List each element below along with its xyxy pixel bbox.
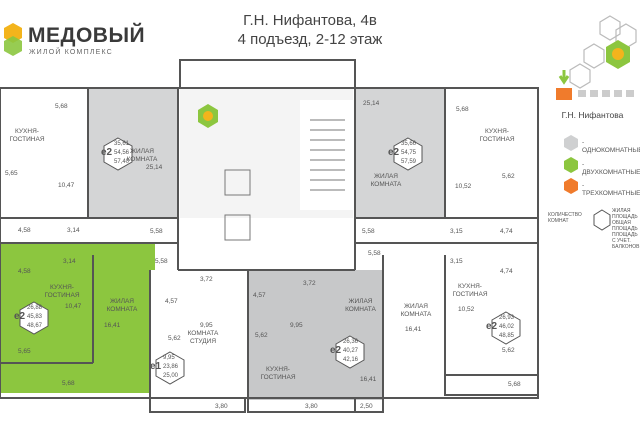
area-label: 4,57 (165, 298, 178, 305)
area-living: 35,66 (401, 141, 417, 147)
area-label: 10,52 (458, 306, 475, 313)
area-label: 5,68 (55, 103, 68, 110)
room-label: КОМНАТА СТУДИЯ (187, 330, 219, 345)
floor-plan (0, 59, 611, 413)
area-label: 3,80 (215, 403, 228, 410)
area-label: 25,14 (363, 100, 380, 107)
area-label: 10,52 (455, 183, 472, 190)
area-balcony: 57,59 (401, 159, 417, 165)
rooms-count: e2 (388, 147, 400, 158)
room-label: КУХНЯ- ГОСТИНАЯ (452, 283, 488, 298)
room-label: КУХНЯ- ГОСТИНАЯ (479, 128, 515, 143)
area-living: 35,61 (114, 141, 130, 147)
area-label: 10,47 (65, 303, 82, 310)
area-label: 16,41 (104, 322, 121, 329)
room-label: ЖИЛАЯ КОМНАТА (106, 298, 138, 313)
area-label: 4,58 (18, 227, 31, 234)
room-label: КУХНЯ- ГОСТИНАЯ (44, 284, 80, 299)
area-total: 45,83 (27, 314, 43, 320)
area-label: 3,72 (200, 276, 213, 283)
room-label: ЖИЛАЯ КОМНАТА (126, 148, 158, 163)
area-label: 5,58 (155, 258, 168, 265)
area-label: 2,50 (360, 403, 373, 410)
area-living: 9,95 (163, 355, 175, 361)
legend-area-note: ЖИЛАЯ ПЛОЩАДЬ ОБЩАЯ ПЛОЩАДЬ ПЛОЩАДЬ С УЧ… (612, 208, 640, 250)
area-label: 9,95 (200, 322, 213, 329)
rooms-count: e1 (150, 361, 162, 372)
area-label: 3,14 (67, 227, 80, 234)
area-label: 4,74 (500, 228, 513, 235)
area-label: 3,72 (303, 280, 316, 287)
area-label: 5,58 (368, 250, 381, 257)
area-label: 16,41 (360, 376, 377, 383)
rooms-count: e2 (486, 321, 498, 332)
area-living: 26,93 (499, 315, 515, 321)
area-total: 54,56 (114, 150, 130, 156)
area-label: 4,57 (253, 292, 266, 299)
area-living: 26,36 (343, 339, 359, 345)
area-label: 3,15 (450, 228, 463, 235)
rooms-count: e2 (101, 147, 113, 158)
area-balcony: 57,40 (114, 159, 130, 165)
area-total: 46,02 (499, 324, 515, 330)
area-label: 9,95 (290, 322, 303, 329)
entrance-floor-title: 4 подъезд, 2-12 этаж (237, 31, 383, 48)
area-label: 5,58 (150, 228, 163, 235)
area-label: 5,65 (18, 348, 31, 355)
honeycomb-logo-icon (4, 23, 22, 56)
area-label: 5,68 (508, 381, 521, 388)
area-label: 10,47 (58, 182, 75, 189)
brand-subtitle: ЖИЛОЙ КОМПЛЕКС (29, 49, 113, 56)
area-label: 5,68 (62, 380, 75, 387)
area-balcony: 42,16 (343, 357, 359, 363)
legend-title: Г.Н. Нифантова (561, 110, 624, 120)
area-balcony: 25,00 (163, 373, 179, 379)
area-label: 25,14 (146, 164, 163, 171)
address-title: Г.Н. Нифантова, 4в (243, 12, 377, 29)
area-label: 5,65 (5, 170, 18, 177)
room-label: ЖИЛАЯ КОМНАТА (370, 173, 402, 188)
room-label: КУХНЯ- ГОСТИНАЯ (9, 128, 45, 143)
legend-three-room: - ТРЕХКОМНАТНЫЕ (582, 182, 640, 197)
legend-one-room: - ОДНОКОМНАТНЫЕ (582, 139, 640, 154)
area-label: 3,80 (305, 403, 318, 410)
area-label: 16,41 (405, 326, 422, 333)
area-total: 40,27 (343, 348, 359, 354)
area-label: 5,68 (456, 106, 469, 113)
area-label: 5,62 (255, 332, 268, 339)
room-label: ЖИЛАЯ КОМНАТА (345, 298, 376, 313)
area-balcony: 48,67 (27, 323, 43, 329)
room-label: ЖИЛАЯ КОМНАТА (400, 303, 432, 318)
area-label: 4,74 (500, 268, 513, 275)
building-position-icon (556, 15, 637, 100)
area-label: 5,62 (502, 173, 515, 180)
legend-rooms-count: КОЛИЧЕСТВО КОМНАТ (548, 212, 582, 224)
brand-name: МЕДОВЫЙ (28, 24, 146, 47)
area-label: 5,58 (362, 228, 375, 235)
rooms-count: e2 (14, 311, 26, 322)
area-label: 3,14 (63, 258, 76, 265)
area-total: 23,86 (163, 364, 179, 370)
area-label: 3,15 (450, 258, 463, 265)
area-total: 54,75 (401, 150, 417, 156)
area-label: 4,58 (18, 268, 31, 275)
room-label: КУХНЯ- ГОСТИНАЯ (260, 366, 296, 381)
rooms-count: e2 (330, 345, 342, 356)
area-balcony: 48,85 (499, 333, 515, 339)
legend-two-room: - ДВУХКОМНАТНЫЕ (582, 161, 640, 176)
area-label: 5,62 (502, 347, 515, 354)
area-living: 26,88 (27, 305, 43, 311)
area-label: 5,62 (168, 335, 181, 342)
